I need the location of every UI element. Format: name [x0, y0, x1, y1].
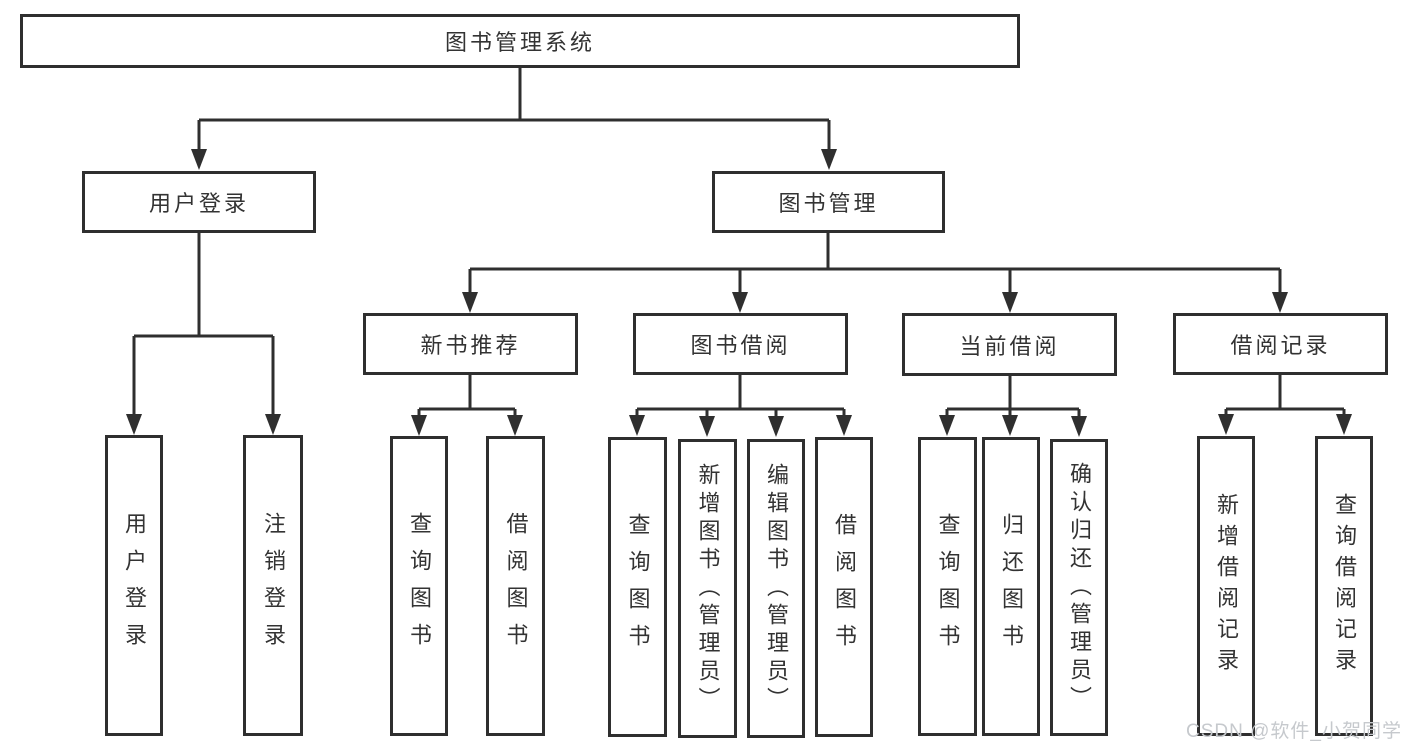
arrowhead-icon: [768, 416, 784, 437]
leaf-edit-books-admin: 编辑图书（管理员）: [747, 439, 805, 738]
leaf-add-borrow-record: 新增借阅记录: [1197, 436, 1255, 736]
leaf-user-login: 用户登录: [105, 435, 163, 736]
leaf-query-borrow-record: 查询借阅记录: [1315, 436, 1373, 736]
node-new-book-recommend: 新书推荐: [363, 313, 578, 375]
connector-new-book-recommend-to-leaves: [411, 375, 523, 436]
arrowhead-icon: [1272, 292, 1288, 313]
arrowhead-icon: [732, 292, 748, 313]
arrowhead-icon: [507, 415, 523, 436]
leaf-logout-login: 注销登录: [243, 435, 303, 736]
connector-book-borrow-to-leaves: [629, 375, 852, 437]
connector-root-to-level2: [191, 68, 837, 170]
arrowhead-icon: [1218, 414, 1234, 435]
leaf-return-books: 归还图书: [982, 437, 1040, 736]
arrowhead-icon: [462, 292, 478, 313]
arrowhead-icon: [939, 415, 955, 436]
leaf-query-books-borrow: 查询图书: [608, 437, 667, 737]
arrowhead-icon: [1071, 416, 1087, 437]
arrowhead-icon: [1002, 415, 1018, 436]
arrowhead-icon: [629, 415, 645, 436]
leaf-borrow-books-borrow: 借阅图书: [815, 437, 873, 737]
leaf-query-books-recommend: 查询图书: [390, 436, 448, 736]
arrowhead-icon: [265, 414, 281, 435]
node-library-system: 图书管理系统: [20, 14, 1020, 68]
arrowhead-icon: [699, 416, 715, 437]
connector-book-management-to-level3: [462, 233, 1288, 313]
arrowhead-icon: [126, 414, 142, 435]
arrowhead-icon: [411, 415, 427, 436]
leaf-add-books-admin: 新增图书（管理员）: [678, 439, 737, 738]
node-borrow-records: 借阅记录: [1173, 313, 1388, 375]
node-book-management: 图书管理: [712, 171, 945, 233]
arrowhead-icon: [1336, 414, 1352, 435]
arrowhead-icon: [821, 149, 837, 170]
node-book-borrow: 图书借阅: [633, 313, 848, 375]
leaf-borrow-books-recommend: 借阅图书: [486, 436, 545, 736]
node-current-borrow: 当前借阅: [902, 313, 1117, 376]
leaf-confirm-return-admin: 确认归还（管理员）: [1050, 439, 1108, 736]
csdn-watermark: CSDN @软件_小贺同学: [1186, 721, 1402, 742]
leaf-query-books-current: 查询图书: [918, 437, 977, 736]
connector-current-borrow-to-leaves: [939, 375, 1087, 437]
arrowhead-icon: [1002, 292, 1018, 313]
connector-borrow-records-to-leaves: [1218, 375, 1352, 435]
arrowhead-icon: [836, 415, 852, 436]
connector-user-login-to-leaves: [126, 233, 281, 435]
node-user-login: 用户登录: [82, 171, 316, 233]
arrowhead-icon: [191, 149, 207, 170]
